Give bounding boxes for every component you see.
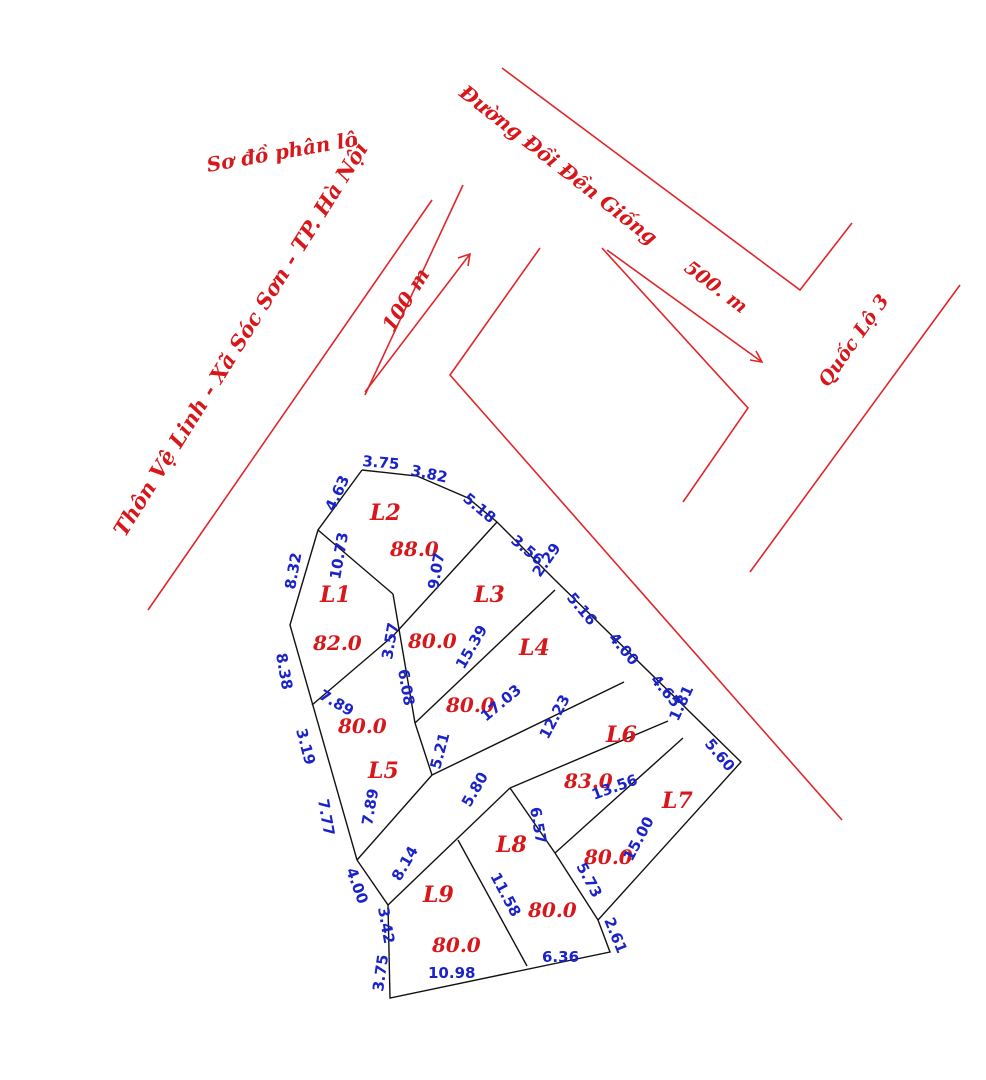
lot-area-l6: 83.0 [563,769,613,793]
line-l7-l8 [554,852,599,921]
line-l6-l8 [509,720,669,789]
dim-l1-l5: 7.89 [316,686,357,720]
lot-labels: L1 82.0 L2 88.0 L3 80.0 L4 80.0 L5 80.0 … [312,500,693,957]
dim-l9-left: 4.00 [342,865,372,906]
lot-boundaries [289,469,742,999]
highway-label: Quốc Lộ 3 [814,291,893,391]
dim-l4-l5-vertical: 5.21 [426,731,453,771]
dim-l7-l8: 15.00 [620,814,658,864]
dim-l4-top: 5.16 [563,589,601,629]
line-l1-l2 [317,529,394,595]
dim-l5-bottom: 7.89 [358,787,382,827]
lot-area-l1: 82.0 [312,631,362,655]
line-l4-l6 [431,681,625,776]
road-lower-edge [448,247,843,821]
lot-area-l5: 80.0 [337,714,387,738]
arrow-100m [364,252,472,393]
road-lines [147,67,961,821]
dim-top-left: 3.75 [362,452,400,473]
lot-label-l6: L6 [605,722,637,748]
line-l8-l9 [457,839,528,967]
lot-area-l4: 80.0 [445,693,495,717]
dim-l3-l5: 6.08 [394,668,418,708]
dim-l4-l6: 12.23 [536,692,574,742]
lot-area-l2: 88.0 [389,537,439,561]
lot-label-l8: L8 [495,832,527,858]
road-upper-edge [501,67,853,292]
line-l1-l3-vertical [392,593,416,724]
lot-area-l8: 80.0 [527,898,577,922]
line-l8-l9-top [387,787,511,906]
dim-l5-left: 3.19 [292,726,319,766]
lots-outline [289,469,742,999]
dim-l9-bottom: 10.98 [428,964,475,982]
dim-l3-l4: 15.39 [452,622,491,672]
line-l8-l6-vertical [509,787,556,854]
lot-label-l2: L2 [369,500,401,526]
distance-500m-label: 500. m [680,256,752,318]
lot-area-l7: 80.0 [583,845,633,869]
dim-l1-l2: 10.73 [326,531,352,581]
line-l1-l5 [311,635,394,706]
dim-l1-l3: 3.57 [378,621,402,661]
dim-l8-l9: 11.58 [486,869,524,919]
lot-label-l5: L5 [367,758,399,784]
arrow-500m [606,249,764,364]
line-l2-l3 [392,521,498,637]
lot-label-l3: L3 [473,582,505,608]
dim-l9-left-lower: 3.75 [369,953,392,992]
dim-top-right: 3.82 [409,461,449,486]
distance-100m-label: 100 m [377,264,434,336]
line-l5-l9 [356,774,433,861]
lot-label-l1: L1 [319,582,351,608]
lot-area-l3: 80.0 [407,629,457,653]
line-l6-l7 [554,737,684,854]
highway-edge [749,284,961,573]
dim-l4-l6-top: 4.00 [605,629,643,669]
dim-l2-left: 4.63 [321,473,353,514]
side-road-left-edge [364,184,464,396]
lot-label-l7: L7 [661,788,693,814]
dim-l5-l8: 5.80 [458,769,492,810]
dim-l2-top: 5.18 [459,489,499,527]
dim-l9-left-upper: 3.42 [374,906,398,946]
dim-l8-bottom: 6.36 [542,948,579,966]
line-l4-l5 [414,722,433,776]
dim-l1-left-lower: 8.38 [272,652,296,692]
dim-l8-corner: 2.61 [600,915,631,956]
lot-label-l4: L4 [518,635,550,661]
dim-l5-left-lower: 7.77 [314,798,338,838]
block-inner-edge [601,247,750,503]
line-l3-l4 [414,589,556,724]
dim-l6-l8: 6.57 [526,806,550,846]
lot-area-l9: 80.0 [431,933,481,957]
village-road-edge [147,199,433,611]
lot-label-l9: L9 [422,882,454,908]
